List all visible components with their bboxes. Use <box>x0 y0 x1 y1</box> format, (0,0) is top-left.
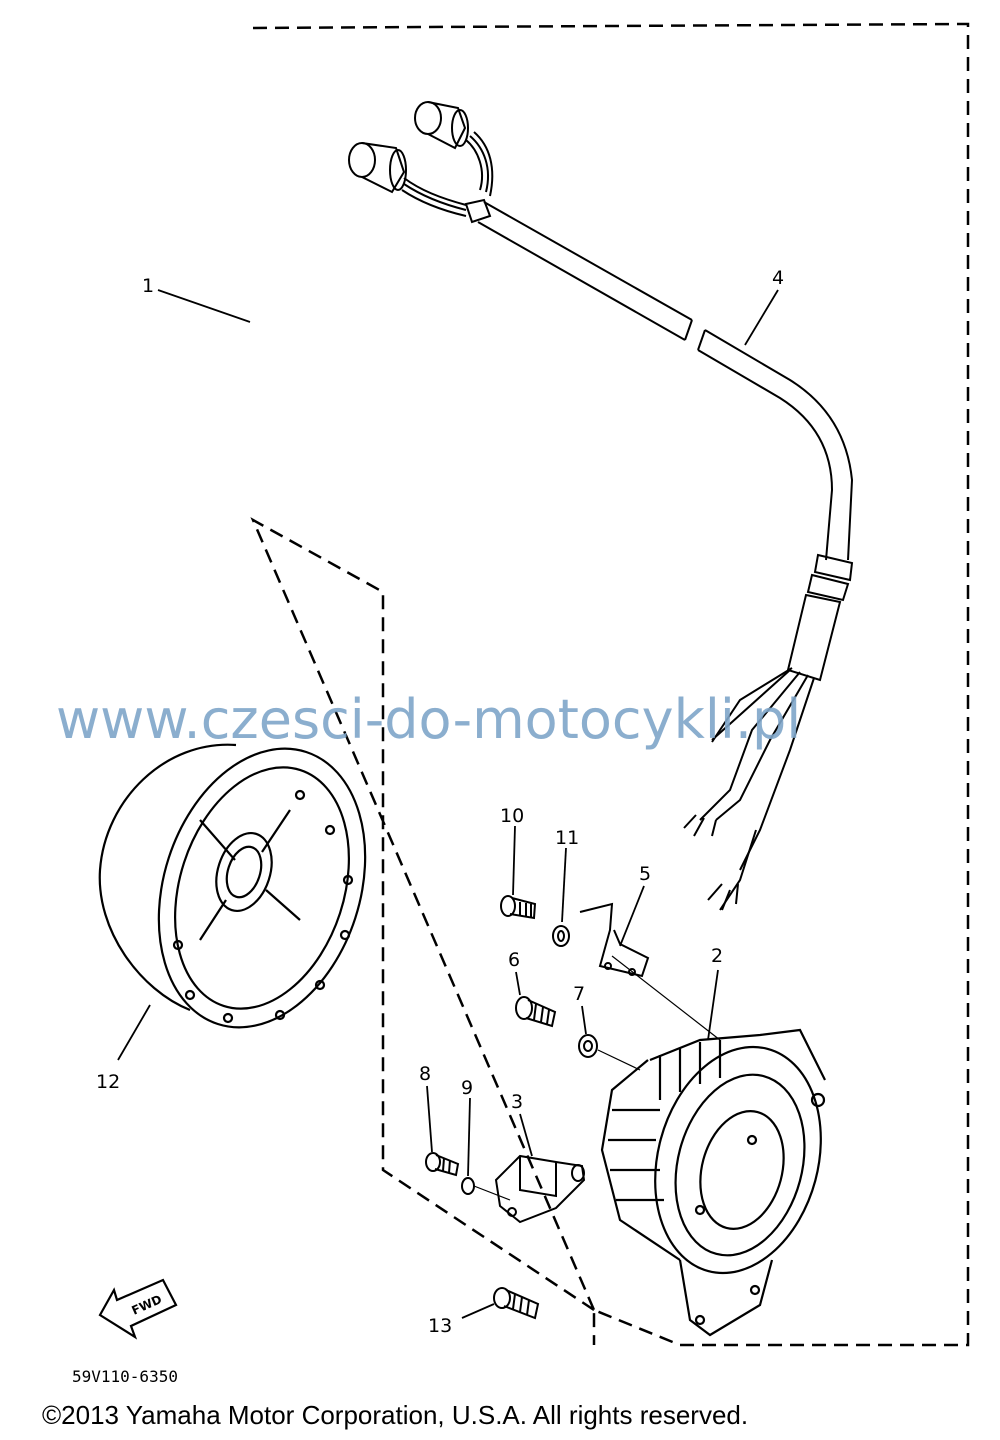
callout-13: 13 <box>428 1315 452 1337</box>
connector-upper <box>414 101 494 197</box>
screw-6 <box>515 996 557 1028</box>
axis-line-7 <box>597 1049 641 1071</box>
connector-lower <box>348 142 467 217</box>
screw-13 <box>493 1287 540 1320</box>
leader-4 <box>744 289 779 346</box>
callout-4: 4 <box>772 267 784 289</box>
part-code: 59V110-6350 <box>72 1367 178 1386</box>
washer-11 <box>552 925 570 947</box>
screw-10 <box>500 895 537 920</box>
screw-8 <box>425 1152 460 1177</box>
leader-10 <box>512 825 516 896</box>
copyright-notice: ©2013 Yamaha Motor Corporation, U.S.A. A… <box>42 1400 749 1430</box>
washer-7 <box>578 1034 598 1058</box>
wire-harness <box>348 101 854 911</box>
callout-11: 11 <box>555 827 579 849</box>
leader-1 <box>157 289 251 323</box>
callout-5: 5 <box>639 863 651 885</box>
leader-13 <box>461 1303 495 1319</box>
assembly-boundary <box>250 22 970 1347</box>
leader-11 <box>561 847 567 923</box>
pickup-coil <box>494 1154 586 1224</box>
flywheel-rotor <box>98 743 367 1029</box>
callout-10: 10 <box>500 805 524 827</box>
watermark: www.czesci-do-motocykli.pl <box>56 688 801 751</box>
callout-9: 9 <box>461 1077 473 1099</box>
fwd-arrow: FWD <box>98 1278 178 1340</box>
leader-9 <box>467 1097 471 1177</box>
bracket <box>579 902 650 978</box>
leader-6 <box>515 971 521 996</box>
leader-2 <box>707 969 719 1041</box>
leader-7 <box>581 1005 587 1035</box>
axis-line-9 <box>473 1185 511 1201</box>
washer-9 <box>461 1177 475 1195</box>
axis-line-5 <box>611 955 721 1041</box>
callout-7: 7 <box>573 983 585 1005</box>
callout-1: 1 <box>142 275 154 297</box>
leader-8 <box>426 1085 433 1153</box>
callout-2: 2 <box>711 945 723 967</box>
leader-12 <box>117 1004 151 1061</box>
callout-6: 6 <box>508 949 520 971</box>
callout-12: 12 <box>96 1071 120 1093</box>
stator-assembly <box>600 1028 826 1337</box>
leader-5 <box>619 885 645 947</box>
callout-3: 3 <box>511 1091 523 1113</box>
leader-3 <box>519 1113 533 1157</box>
callout-8: 8 <box>419 1063 431 1085</box>
